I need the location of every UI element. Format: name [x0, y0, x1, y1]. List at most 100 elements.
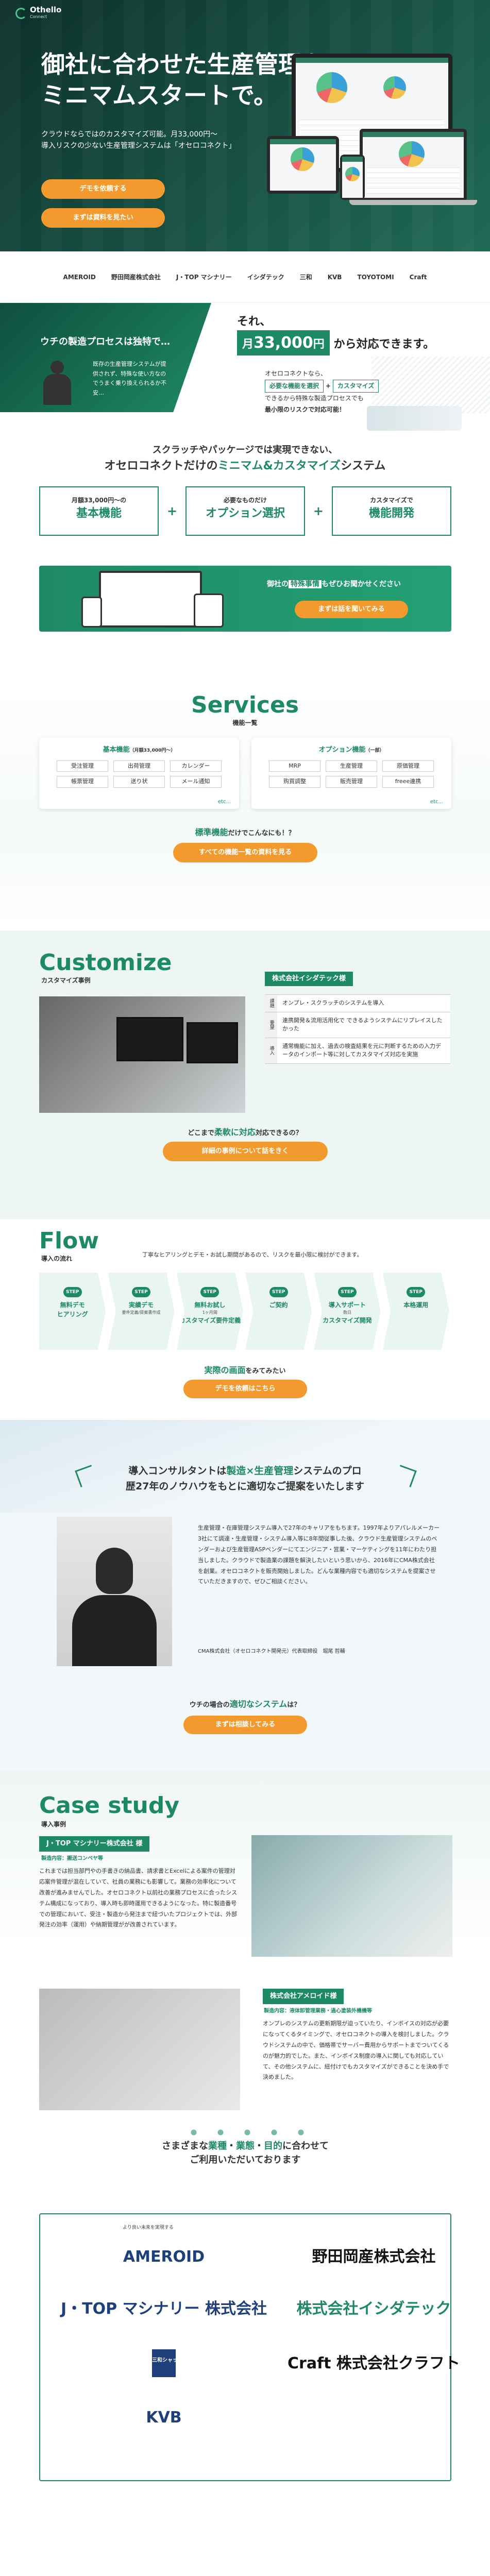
flow-sub: 導入の流れ — [41, 1255, 73, 1262]
plus-icon: + — [313, 504, 324, 518]
decoration-dots — [183, 2126, 307, 2139]
banner-message: 御社の特殊事情もぜひお聞かせください — [267, 580, 401, 588]
customize-sub: カスタマイズ事例 — [41, 977, 91, 984]
industries-banner: さまざまな業種・業態・目的に合わせて ご利用いただいております — [39, 2126, 451, 2213]
case2-photo — [39, 1989, 240, 2110]
case1-category: 製造内容：搬送コンベヤ等 — [41, 1856, 103, 1861]
customize-table: 課題オンプレ・スクラッチのシステムを導入 要望連携開発＆流用活用化で できるよう… — [265, 994, 450, 1064]
customer-logo: AMEROID — [123, 2248, 205, 2266]
consult-button[interactable]: まずは相談してみる — [183, 1716, 307, 1734]
strategy-section: スクラッチやパッケージでは実現できない、 オセロコネクトだけのミニマム&カスタマ… — [0, 431, 490, 688]
customize-row: 要望連携開発＆流用活用化で できるようシステムにリプレイスしたかった — [265, 1012, 450, 1038]
promo-answer-pre: それ、 — [237, 315, 272, 328]
client-logo: Craft — [409, 273, 427, 281]
customize-detail-button[interactable]: 詳細の事例について話をきく — [163, 1142, 328, 1161]
consult-question: ウチの場合の適切なシステムは？ — [189, 1699, 301, 1709]
function-tag: 受注管理 — [57, 760, 108, 772]
hero-doc-button[interactable]: まずは資料を見たい — [41, 208, 165, 228]
flow-demo-button[interactable]: デモを依頼はこちら — [183, 1380, 307, 1398]
laptop-screenshot — [360, 129, 467, 201]
hero-lead-line2: 導入リスクの少ない生産管理システムは「オセロコネクト」 — [41, 142, 236, 150]
basic-functions-box: 基本機能（月額33,000円〜） 受注管理 出荷管理 カレンダー 帳票管理 送り… — [39, 738, 239, 809]
promo-question: ウチの製造プロセスは独特で… — [40, 336, 170, 347]
customer-logo: KVB — [146, 2409, 182, 2427]
services-sub: 機能一覧 — [232, 719, 258, 726]
all-functions-button[interactable]: すべての機能一覧の資料を見る — [173, 843, 317, 862]
client-logo: 三和 — [299, 273, 312, 281]
flow-section: Flow 導入の流れ 丁寧なヒアリングとデモ・お試し期間があるので、リスクを最小… — [0, 1219, 490, 1420]
client-logo-strip: AMEROID 野田岡産株式会社 J・TOP マシナリー イシダテック 三和 K… — [0, 251, 490, 303]
pillar-basic: 月額33,000円〜の基本機能 — [39, 486, 159, 536]
function-tag: MRP — [269, 760, 320, 772]
client-logo: J・TOP マシナリー — [176, 273, 232, 281]
logo-sub: Connect — [30, 14, 47, 19]
consult-body: 生産管理・在庫管理システム導入で27年のキャリアをもちます。1997年よりアパレ… — [198, 1524, 440, 1585]
pillar-options: 必要なものだけオプション選択 — [185, 486, 305, 536]
hero-demo-button[interactable]: デモを依頼する — [41, 179, 165, 199]
chip-customize: カスタマイズ — [332, 379, 379, 393]
logo-grid: AMEROID 野田岡産株式会社 J・TOP マシナリー 株式会社 株式会社イシ… — [61, 2245, 460, 2429]
customer-logo: 株式会社イシダテック — [296, 2300, 451, 2318]
cases-sub: 導入事例 — [41, 1821, 66, 1828]
function-tag: 购買調整 — [269, 776, 320, 788]
laptop-base — [349, 200, 477, 205]
case2-body: オンプレのシステムの更新期限が迫っていたり、インボイスの対応が必要になってくるタ… — [263, 2020, 449, 2081]
logo-caption: より良い未来を実現する — [123, 2225, 174, 2230]
customize-section: Customize カスタマイズ事例 株式会社イシダテック様 課題オンプレ・スク… — [0, 930, 490, 1219]
worried-person-icon — [43, 361, 71, 405]
tablet-screenshot — [267, 136, 339, 194]
consultant-section: 導入コンサルタントは製造×生産管理システムのプロ 歴27年のノウハウをもとに適切… — [0, 1420, 490, 1770]
hero-section: Othello Connect 御社に合わせた生産管理を、 ミニマムスタートで。… — [0, 0, 490, 251]
customize-company: 株式会社イシダテック様 — [265, 972, 353, 986]
client-logo: TOYOTOMI — [357, 273, 394, 281]
consultant-photo — [57, 1517, 172, 1666]
services-title: Services — [191, 692, 299, 718]
case2-company: 株式会社アメロイド様 — [263, 1989, 344, 2004]
promo-answer-post: から対応できます。 — [333, 338, 435, 351]
consult-title: 導入コンサルタントは製造×生産管理システムのプロ 歴27年のノウハウをもとに適切… — [125, 1465, 365, 1493]
customize-title: Customize — [39, 950, 172, 976]
cases-title: Case study — [39, 1792, 180, 1819]
promo-bubble: 既存の生産管理システムが提供されず、特殊な使い方なのでうまく乗り換えられるか不安… — [93, 361, 166, 397]
option-title: オプション機能（一部） — [318, 746, 384, 754]
customer-logo: Craft 株式会社クラフト — [288, 2354, 460, 2372]
consult-banner: 御社の特殊事情もぜひお聞かせください まずは話を聞いてみる — [39, 566, 451, 632]
function-tag: 販売管理 — [326, 776, 377, 788]
banner-talk-button[interactable]: まずは話を聞いてみる — [295, 601, 408, 618]
function-tag: 出荷管理 — [113, 760, 165, 772]
flow-note: 丁寧なヒアリングとデモ・お試し期間があるので、リスクを最小限に検討ができます。 — [142, 1251, 363, 1258]
othello-logo[interactable]: Othello Connect — [15, 6, 61, 20]
customize-question: どこまで柔軟に対応対応できるの？ — [188, 1127, 302, 1137]
hero-lead-line1: クラウドならではのカスタマイズ可能。月33,000円〜 — [41, 130, 218, 139]
promo-green-panel — [0, 303, 211, 412]
function-tag: 生産管理 — [326, 760, 377, 772]
banner-tablet — [194, 594, 224, 628]
phone-screenshot — [340, 155, 365, 200]
consult-signature: CMA株式会社（オセロコネクト開発元）代表取締役 堀尾 哲輔 — [198, 1649, 345, 1654]
function-tag: カレンダー — [170, 760, 222, 772]
customize-row: 課題オンプレ・スクラッチのシステムを導入 — [265, 995, 450, 1012]
function-tag: 送り状 — [113, 776, 165, 788]
banner-screenshot — [99, 571, 202, 628]
pillars: 月額33,000円〜の基本機能 + 必要なものだけオプション選択 + カスタマイ… — [39, 486, 451, 536]
plus-icon: + — [166, 504, 178, 518]
case1-body: これまでは担当部門やの手書きの納品書、請求書とExcelによる案件の管理対応案件… — [39, 1868, 238, 1928]
case2-category: 製造内容：液体卸管理業務・過心塗装外機機等 — [264, 2008, 372, 2014]
price-badge: 月33,000円 — [237, 330, 330, 355]
office-photo — [39, 996, 245, 1113]
promo-detail: オセロコネクトなら、 必要な機能を選択 + カスタマイズ できるから特殊な製造プ… — [265, 368, 379, 416]
typing-hands-image — [367, 406, 462, 431]
client-logo: AMEROID — [63, 273, 96, 281]
diagonal-pattern — [371, 357, 490, 413]
hero-lead: クラウドならではのカスタマイズ可能。月33,000円〜 導入リスクの少ない生産管… — [41, 129, 236, 152]
function-tag: freee連携 — [382, 776, 434, 788]
flow-question: 実際の画面をみてみたい — [204, 1365, 286, 1375]
customer-logos-frame: より良い未来を実現する AMEROID 野田岡産株式会社 J・TOP マシナリー… — [39, 2213, 460, 2481]
services-section: Services 機能一覧 基本機能（月額33,000円〜） 受注管理 出荷管理… — [0, 688, 490, 930]
client-logo: イシダテック — [247, 273, 284, 281]
